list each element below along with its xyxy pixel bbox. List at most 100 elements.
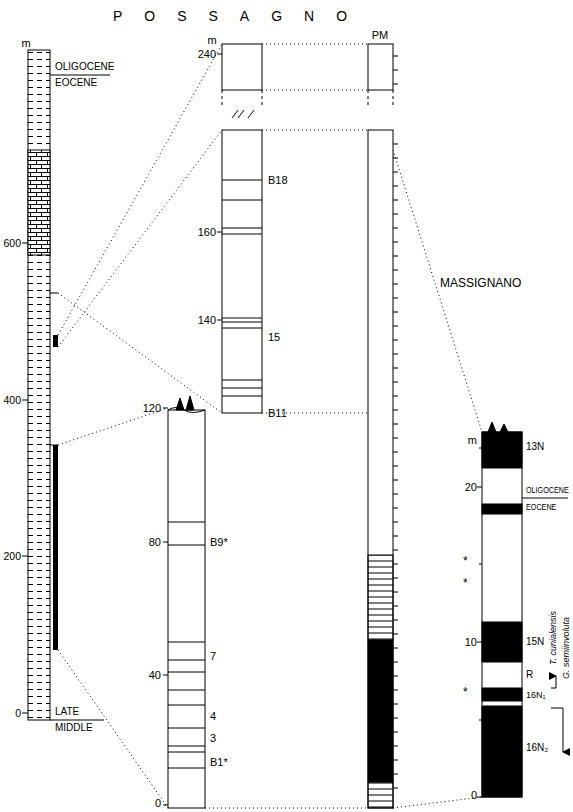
- correlation-line: [393, 797, 482, 808]
- section-column: [217, 232, 222, 233]
- section-column: [168, 768, 205, 769]
- epoch-label: MIDDLE: [55, 723, 93, 733]
- composite-column: [22, 243, 28, 244]
- correlation-line: [58, 130, 222, 347]
- axis-value: 0: [155, 798, 161, 809]
- epoch-label: EOCENE: [55, 78, 97, 88]
- section-column: [222, 396, 262, 397]
- section-column: [168, 752, 205, 753]
- magnetic-polarity-column: [393, 90, 394, 106]
- section-column: [168, 672, 205, 673]
- axis-unit: m: [21, 38, 30, 49]
- section-column: [163, 675, 168, 676]
- magnetic-polarity-column: [393, 56, 398, 788]
- section-column: [168, 642, 205, 643]
- massignano-column: [482, 706, 522, 797]
- epoch-label: EOCENE: [526, 503, 556, 512]
- bed-label: 4: [210, 711, 216, 722]
- axis-value: 200: [3, 551, 21, 562]
- section-column: [168, 746, 205, 747]
- massignano-column: [488, 422, 508, 432]
- magnetic-polarity-column: [368, 782, 393, 808]
- axis-value: 120: [143, 403, 161, 414]
- section-column: [222, 318, 262, 319]
- section-column: [232, 110, 254, 118]
- section-column: [168, 522, 205, 523]
- magnetic-polarity-column: [368, 640, 393, 782]
- epoch-label: OLIGOCENE: [55, 62, 114, 72]
- epoch-label: OLIGOCENE: [526, 486, 569, 495]
- magnetic-polarity-column: [368, 130, 393, 808]
- correlation-line: [393, 150, 482, 432]
- axis-unit: m: [468, 435, 477, 446]
- sample-marker: *: [463, 686, 468, 698]
- magnetic-polarity-column: [368, 555, 393, 640]
- section-column: [222, 380, 262, 381]
- section-column: [163, 542, 168, 543]
- bed-label: 3: [210, 733, 216, 744]
- section-column: [168, 690, 205, 691]
- axis-value: 0: [15, 708, 21, 719]
- magnetic-polarity-column: [368, 44, 398, 808]
- massignano-column: [482, 432, 522, 468]
- composite-column: [22, 400, 28, 401]
- correlation-line: [58, 293, 222, 413]
- section-column: [222, 322, 262, 323]
- section-column: [168, 705, 205, 706]
- bed-label: B9*: [210, 537, 228, 548]
- section-title: POSSAGNO: [113, 9, 369, 23]
- epoch-label: LATE: [55, 707, 79, 717]
- axis-unit: m: [207, 35, 216, 46]
- chron-label: 13N: [526, 442, 544, 452]
- massignano-column: [482, 432, 522, 797]
- section-column: [222, 130, 262, 413]
- section-column: [217, 44, 262, 413]
- section-column: [222, 90, 223, 106]
- axis-value: 240: [198, 49, 216, 60]
- composite-column: [22, 556, 28, 557]
- axis-value: 600: [3, 238, 21, 249]
- axis-value: 140: [198, 315, 216, 326]
- section-column: [168, 660, 205, 661]
- section-column: [163, 396, 205, 808]
- composite-column: [28, 150, 50, 255]
- section-column: [217, 54, 222, 55]
- correlation-line: [58, 408, 168, 445]
- composite-column: [50, 75, 110, 76]
- chron-label: 15N: [526, 637, 544, 647]
- massignano-column: [477, 448, 482, 797]
- bed-label: 15: [268, 332, 280, 343]
- axis-value: 80: [149, 537, 161, 548]
- bed-label: 7: [210, 651, 216, 662]
- sample-marker: *: [463, 577, 468, 589]
- composite-column: [53, 445, 58, 650]
- correlation-line: [262, 90, 368, 91]
- composite-column: [28, 50, 50, 720]
- composite-column: [22, 713, 28, 714]
- axis-value: 20: [465, 482, 477, 493]
- section-column: [163, 805, 168, 806]
- bed-label: B1*: [210, 757, 228, 768]
- correlation-line: [58, 44, 482, 808]
- composite-column: [53, 335, 58, 347]
- section-column: [222, 234, 262, 235]
- magnetic-polarity-column: [368, 90, 369, 106]
- section-column: [222, 328, 262, 329]
- section-title: MASSIGNANO: [440, 277, 521, 289]
- massignano-column: [482, 622, 522, 662]
- species-label: G. semiinvoluta: [562, 617, 571, 679]
- sample-marker: *: [463, 555, 468, 567]
- correlation-line: [205, 808, 368, 809]
- axis-value: 400: [3, 395, 21, 406]
- axis-value: 10: [465, 637, 477, 648]
- section-column: [222, 388, 262, 389]
- massignano-column: [551, 708, 563, 752]
- bed-label: B18: [268, 175, 288, 186]
- massignano-column: [482, 504, 522, 514]
- correlation-line: [262, 44, 368, 45]
- composite-column: [50, 720, 104, 721]
- bed-label: B11: [268, 408, 287, 419]
- massignano-column: [551, 676, 556, 688]
